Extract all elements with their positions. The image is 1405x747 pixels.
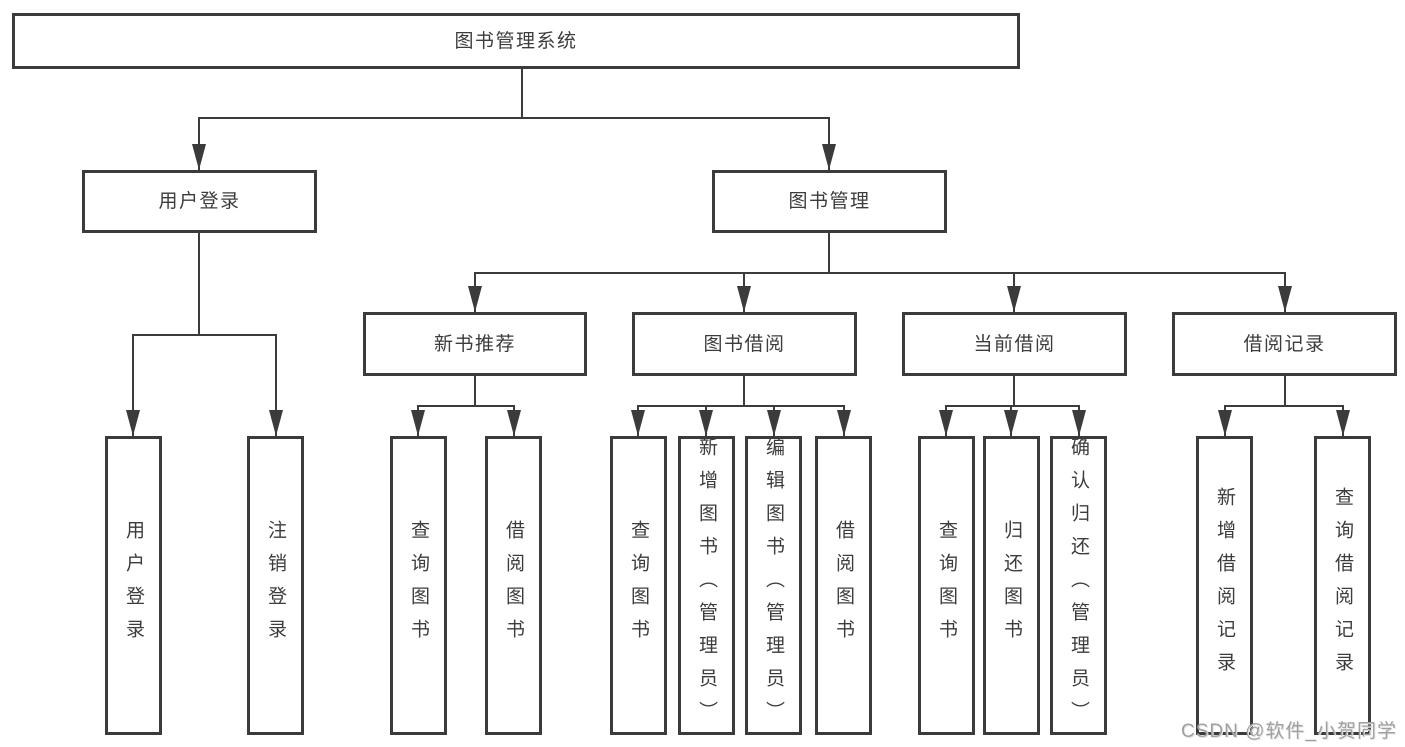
node-book-borrowing-label: 图书借阅: [703, 333, 786, 355]
leaf-borrow-books-2: 借阅图书: [815, 436, 872, 735]
node-book-management: 图书管理: [712, 170, 947, 233]
leaf-edit-books-admin-label: 编辑图书（管理员）: [763, 437, 784, 734]
leaf-return-books: 归还图书: [983, 436, 1040, 735]
connector-current-borrowing: [939, 375, 1086, 436]
node-book-borrowing: 图书借阅: [632, 312, 857, 376]
node-book-management-label: 图书管理: [788, 191, 871, 212]
leaf-query-books-1-label: 查询图书: [408, 519, 429, 652]
leaf-borrow-books-1: 借阅图书: [485, 436, 542, 735]
leaf-add-books-admin-label: 新增图书（管理员）: [696, 437, 717, 734]
leaf-query-books-2-label: 查询图书: [628, 519, 649, 652]
leaf-user-login-label: 用户登录: [123, 519, 144, 652]
node-user-login: 用户登录: [82, 170, 317, 233]
node-root-label: 图书管理系统: [454, 30, 578, 52]
leaf-add-borrow-record-label: 新增借阅记录: [1214, 486, 1235, 685]
connector-borrowing-records: [1218, 375, 1350, 436]
connector-new-book-recommend: [411, 375, 521, 436]
leaf-query-books-3: 查询图书: [918, 436, 975, 735]
leaf-user-login: 用户登录: [105, 436, 162, 735]
node-root: 图书管理系统: [12, 13, 1020, 69]
connector-root: [192, 69, 836, 170]
leaf-add-borrow-record: 新增借阅记录: [1196, 436, 1253, 735]
node-borrowing-records: 借阅记录: [1172, 312, 1397, 376]
node-user-login-label: 用户登录: [158, 191, 241, 212]
leaf-borrow-books-1-label: 借阅图书: [503, 519, 524, 652]
leaf-logout: 注销登录: [247, 436, 304, 735]
leaf-logout-label: 注销登录: [265, 519, 286, 652]
leaf-confirm-return-admin-label: 确认归还（管理员）: [1068, 437, 1089, 734]
connector-book-borrowing: [631, 375, 851, 436]
connector-book-management: [468, 232, 1292, 312]
leaf-borrow-books-2-label: 借阅图书: [833, 519, 854, 652]
node-current-borrowing-label: 当前借阅: [973, 333, 1056, 355]
leaf-confirm-return-admin: 确认归还（管理员）: [1050, 436, 1107, 735]
leaf-query-books-3-label: 查询图书: [936, 519, 957, 652]
node-new-book-recommend-label: 新书推荐: [433, 333, 516, 355]
leaf-add-books-admin: 新增图书（管理员）: [678, 436, 735, 735]
leaf-query-borrow-record-label: 查询借阅记录: [1332, 486, 1353, 685]
leaf-query-books-1: 查询图书: [390, 436, 447, 735]
leaf-query-books-2: 查询图书: [610, 436, 667, 735]
connector-user-login: [126, 232, 283, 436]
leaf-query-borrow-record: 查询借阅记录: [1314, 436, 1371, 735]
node-new-book-recommend: 新书推荐: [363, 312, 587, 376]
leaf-return-books-label: 归还图书: [1001, 519, 1022, 652]
node-borrowing-records-label: 借阅记录: [1243, 333, 1326, 355]
leaf-edit-books-admin: 编辑图书（管理员）: [745, 436, 802, 735]
node-current-borrowing: 当前借阅: [902, 312, 1127, 376]
